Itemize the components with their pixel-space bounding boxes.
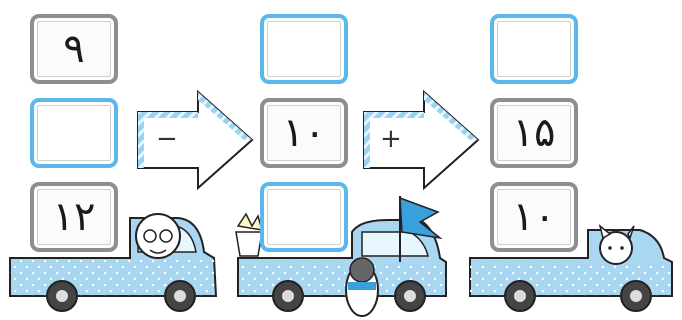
minus-sign: − — [156, 124, 178, 154]
number-box-col2-middle: ۱۰ — [260, 98, 348, 168]
plus-sign: + — [380, 124, 402, 154]
sheep-driver-icon — [136, 214, 180, 258]
number-box-col3-bottom: ۱۰ — [490, 182, 578, 252]
answer-box-col1-middle[interactable] — [30, 98, 118, 168]
answer-box-col2-bottom[interactable] — [260, 182, 348, 252]
ice-cream-cup-icon — [236, 214, 262, 256]
answer-box-col3-top[interactable] — [490, 14, 578, 84]
penguin-icon — [346, 258, 378, 316]
number-box-col1-top: ۹ — [30, 14, 118, 84]
number-box-col3-middle: ۱۵ — [490, 98, 578, 168]
number-box-col1-bottom: ۱۲ — [30, 182, 118, 252]
cat-driver-icon — [600, 226, 634, 264]
answer-box-col2-top[interactable] — [260, 14, 348, 84]
